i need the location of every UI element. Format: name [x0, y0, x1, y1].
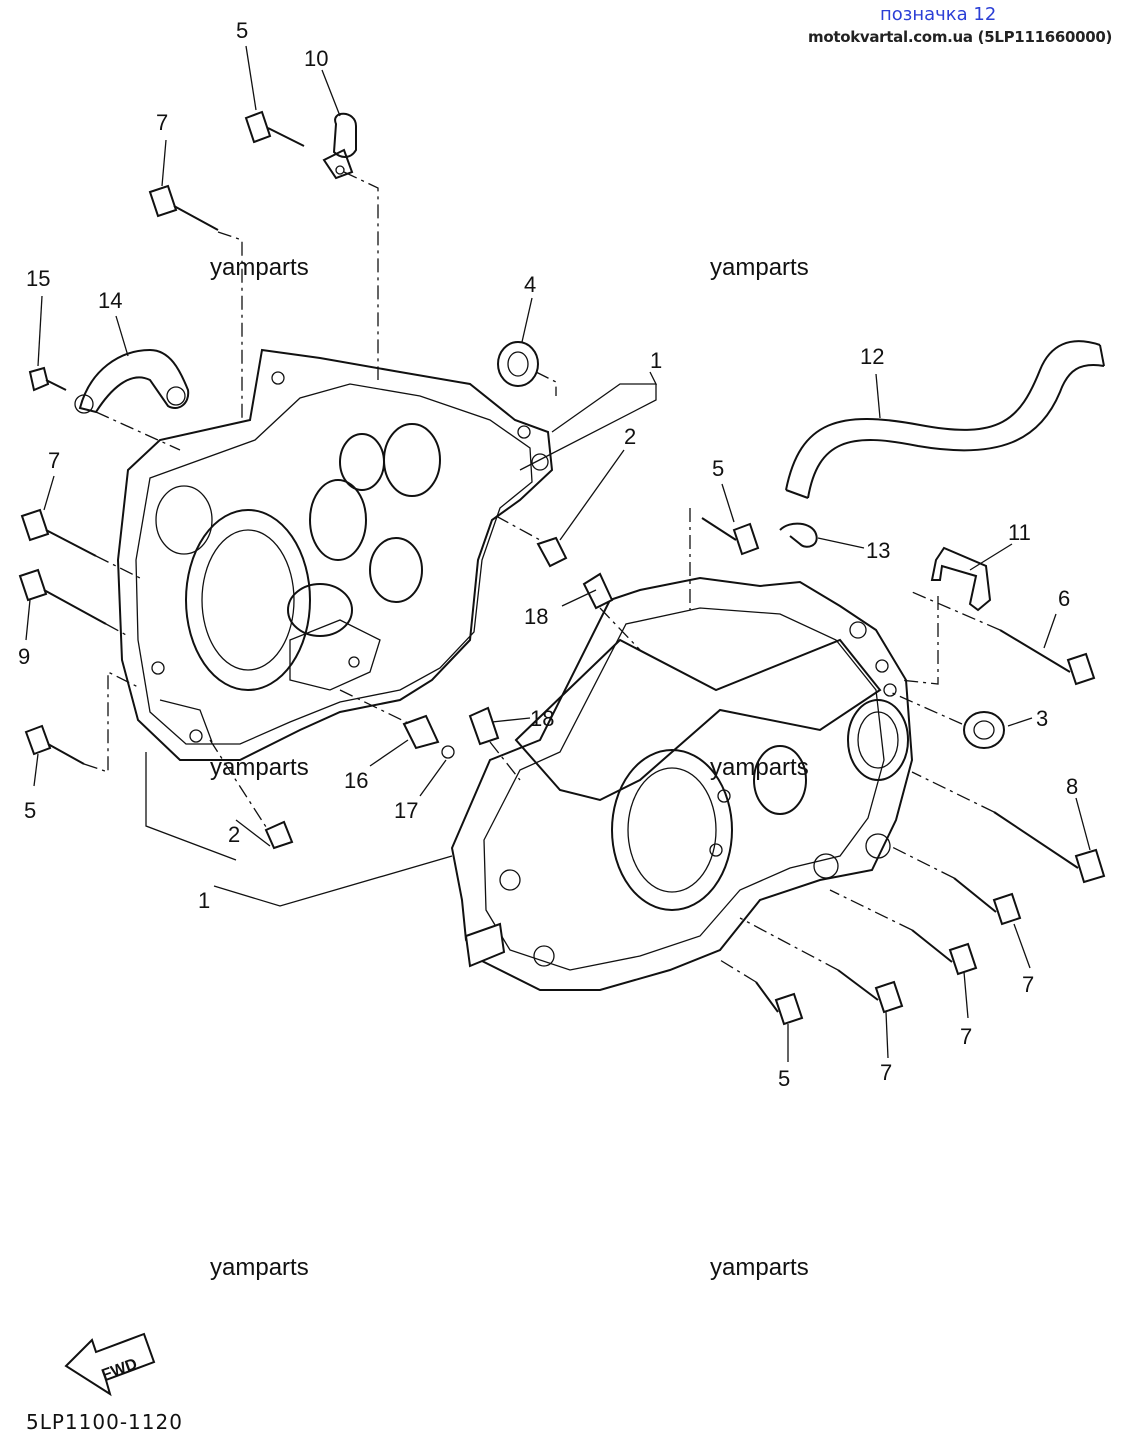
callout-label: 1 [650, 348, 662, 373]
callout-label: 5 [236, 18, 248, 43]
bolts [18, 110, 1106, 1026]
callout-label: 7 [880, 1060, 892, 1085]
callout-label: 7 [1022, 972, 1034, 997]
left-crankcase [116, 348, 554, 761]
callout-label: 18 [530, 706, 554, 731]
watermark: yamparts [710, 254, 809, 281]
callout-label: 14 [98, 288, 122, 313]
right-crankcase [450, 576, 914, 991]
callout-label: 5 [24, 798, 36, 823]
callout-label: 6 [1058, 586, 1070, 611]
callout-label: 7 [156, 110, 168, 135]
center-lines [83, 171, 1001, 983]
callout-label: 7 [960, 1024, 972, 1049]
callout-label: 18 [524, 604, 548, 629]
callout-label: 4 [524, 272, 536, 297]
gasket-14 [78, 348, 190, 414]
breather-hose [785, 340, 1101, 491]
callout-label: 16 [344, 768, 368, 793]
callout-label: 3 [1036, 706, 1048, 731]
callout-label: 9 [18, 644, 30, 669]
callout-label: 12 [860, 344, 884, 369]
callout-label: 2 [228, 822, 240, 847]
watermark: yamparts [210, 754, 309, 781]
callout-label: 1 [198, 888, 210, 913]
oil-seal-3 [963, 711, 1005, 749]
dowel-pins [264, 536, 614, 850]
watermark: yamparts [210, 254, 309, 281]
callout-label: 5 [778, 1066, 790, 1091]
callout-label: 8 [1066, 774, 1078, 799]
watermark: yamparts [710, 1254, 809, 1281]
callout-label: 7 [48, 448, 60, 473]
leader-lines [25, 45, 1091, 1062]
callout-label: 13 [866, 538, 890, 563]
callout-label: 15 [26, 266, 50, 291]
callout-label: 10 [304, 46, 328, 71]
watermark: yamparts [710, 754, 809, 781]
oil-seal-4 [497, 341, 539, 387]
callout-label: 11 [1008, 520, 1031, 545]
diagram-code: 5LP1100-1120 [26, 1410, 183, 1434]
clip-13 [779, 522, 818, 548]
bracket-11 [930, 546, 992, 612]
callout-labels: 5 10 7 15 14 4 1 2 12 7 5 13 11 9 6 18 1… [18, 18, 1078, 1091]
fwd-arrow: FWD [64, 1332, 156, 1397]
diagram-mark: позначка 12 [880, 4, 997, 25]
callout-label: 17 [394, 798, 418, 823]
callout-label: 2 [624, 424, 636, 449]
diagram-source: motokvartal.com.ua (5LP111660000) [808, 28, 1113, 46]
callout-label: 5 [712, 456, 724, 481]
clamp-10 [332, 112, 357, 158]
watermark: yamparts [210, 1254, 309, 1281]
